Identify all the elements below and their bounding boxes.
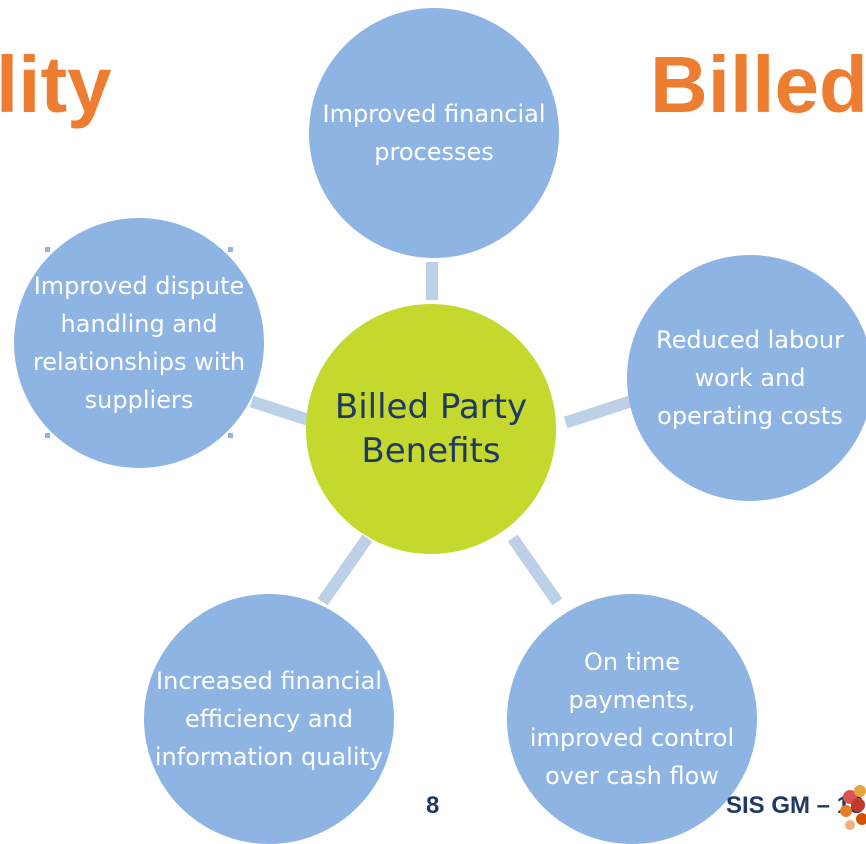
connector-right	[563, 395, 633, 429]
page-number: 8	[426, 792, 440, 819]
selection-handle-top-right	[228, 247, 233, 252]
emblem-logo-icon	[836, 775, 866, 835]
selection-handle-bottom-right	[228, 433, 233, 438]
benefit-node-bottom-left: Increased financial efficiency and infor…	[144, 594, 394, 844]
benefit-node-bottom-right: On time payments, improved control over …	[507, 594, 757, 844]
center-node: Billed Party Benefits	[306, 304, 556, 554]
benefit-node-bottom-right-label: On time payments, improved control over …	[529, 648, 735, 790]
connector-bottom-right	[507, 534, 563, 606]
benefit-node-top: Improved financial processes	[309, 8, 559, 258]
benefit-node-right: Reduced labour work and operating costs	[627, 255, 866, 501]
connector-top	[426, 262, 438, 300]
benefit-node-bottom-left-label: Increased financial efficiency and infor…	[154, 667, 384, 771]
benefit-node-right-label: Reduced labour work and operating costs	[655, 326, 844, 430]
slide-title-left: lity	[0, 40, 112, 129]
benefit-node-top-label: Improved financial processes	[322, 100, 546, 166]
selection-handle-top-left	[45, 247, 50, 252]
slide-title-right: Billed	[650, 40, 866, 129]
selection-handle-bottom-left	[45, 433, 50, 438]
center-node-label: Billed Party Benefits	[334, 387, 528, 471]
benefit-node-left-label: Improved dispute handling and relationsh…	[32, 272, 246, 414]
footer-caption: SIS GM – 18	[726, 792, 864, 819]
benefit-node-left: Improved dispute handling and relationsh…	[14, 218, 264, 468]
connector-bottom-left	[317, 534, 373, 606]
